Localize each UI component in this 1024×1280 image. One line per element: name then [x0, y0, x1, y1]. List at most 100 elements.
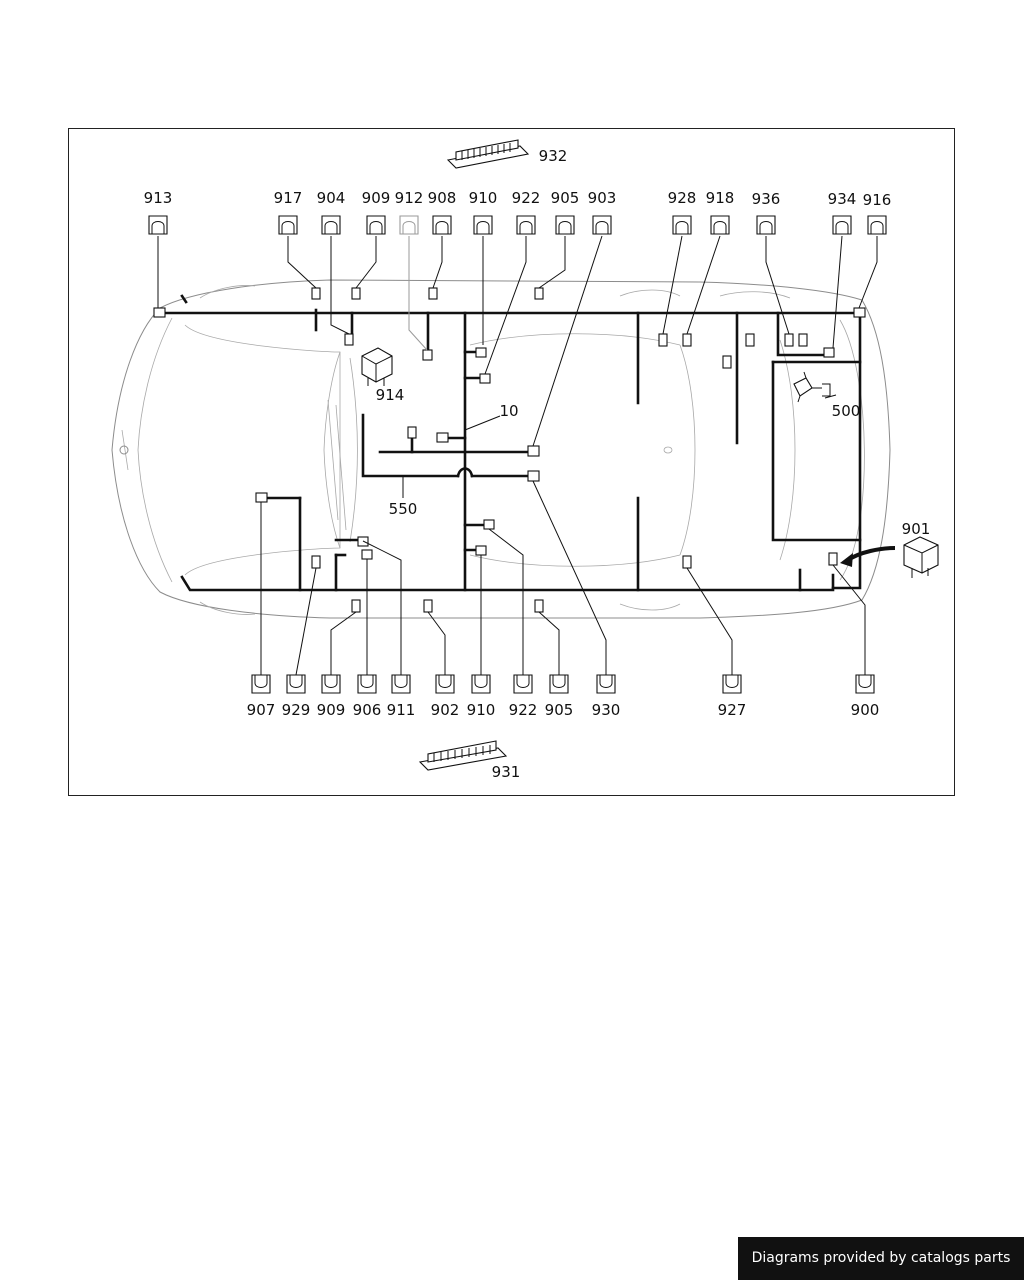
node-922-top: [479, 373, 491, 384]
node-913: [153, 307, 166, 318]
connector-908[interactable]: [432, 215, 452, 235]
node-906: [361, 549, 373, 560]
connector-block-932: [446, 139, 530, 169]
label-904: 904: [317, 189, 346, 207]
part-500: [793, 371, 831, 403]
label-934: 934: [828, 190, 857, 208]
label-908: 908: [428, 189, 457, 207]
label-910-bottom: 910: [467, 701, 496, 719]
node-930: [527, 470, 540, 482]
connector-913[interactable]: [148, 215, 168, 235]
node-909-bottom: [351, 599, 361, 613]
node-916: [853, 307, 866, 318]
label-917: 917: [274, 189, 303, 207]
connector-917[interactable]: [278, 215, 298, 235]
node-908: [428, 287, 438, 300]
node-905-bottom: [534, 599, 544, 613]
node-917: [311, 287, 321, 300]
connector-927[interactable]: [722, 674, 742, 694]
node-904: [344, 333, 354, 346]
label-916: 916: [863, 191, 892, 209]
connector-906[interactable]: [357, 674, 377, 694]
node-936: [784, 333, 794, 347]
label-10: 10: [499, 402, 518, 420]
label-500: 500: [832, 402, 861, 420]
node-928: [658, 333, 668, 347]
label-905-top: 905: [551, 189, 580, 207]
label-912: 912: [395, 189, 424, 207]
relay-901: [903, 536, 939, 578]
connector-900[interactable]: [855, 674, 875, 694]
label-911: 911: [387, 701, 416, 719]
connector-905-top[interactable]: [555, 215, 575, 235]
bottom-labels: 907 929 909 906 911 902 910 922 905 930 …: [247, 701, 880, 719]
connector-936[interactable]: [756, 215, 776, 235]
node-934: [823, 347, 835, 358]
node-stub-a: [722, 355, 732, 369]
label-930: 930: [592, 701, 621, 719]
connector-block-931: [418, 740, 508, 771]
node-902: [423, 599, 433, 613]
connector-902[interactable]: [435, 674, 455, 694]
connector-930[interactable]: [596, 674, 616, 694]
node-900: [828, 552, 838, 566]
bottom-connector-row: [251, 674, 875, 694]
connector-916[interactable]: [867, 215, 887, 235]
label-918: 918: [706, 189, 735, 207]
node-909-top: [351, 287, 361, 300]
node-918: [682, 333, 692, 347]
arrow-to-901: [840, 546, 896, 567]
node-929: [311, 555, 321, 569]
connector-903[interactable]: [592, 215, 612, 235]
node-936b: [798, 333, 808, 347]
connector-928[interactable]: [672, 215, 692, 235]
connector-905-bottom[interactable]: [549, 674, 569, 694]
harness-nodes: [153, 287, 866, 613]
connector-922-bottom[interactable]: [513, 674, 533, 694]
node-907: [255, 492, 268, 503]
connector-912[interactable]: [399, 215, 428, 351]
label-922-bottom: 922: [509, 701, 538, 719]
label-906: 906: [353, 701, 382, 719]
node-903: [527, 445, 540, 457]
connector-904[interactable]: [321, 215, 341, 235]
connector-909-bottom[interactable]: [321, 674, 341, 694]
node-910-bottom: [475, 545, 487, 556]
node-922-bottom: [483, 519, 495, 530]
connector-907[interactable]: [251, 674, 271, 694]
label-936: 936: [752, 190, 781, 208]
top-connector-row: [148, 215, 887, 351]
main-harness: [158, 294, 862, 592]
label-909-top: 909: [362, 189, 391, 207]
node-912: [422, 349, 433, 361]
label-907: 907: [247, 701, 276, 719]
connector-909-top[interactable]: [366, 215, 386, 235]
connector-918[interactable]: [710, 215, 730, 235]
node-905-top: [534, 287, 544, 300]
label-913: 913: [144, 189, 173, 207]
connector-910-top[interactable]: [473, 215, 493, 235]
top-labels: 913 917 904 909 912 908 910 922 905 903 …: [144, 189, 892, 209]
relay-914: [361, 347, 393, 386]
connector-929[interactable]: [286, 674, 306, 694]
label-928: 928: [668, 189, 697, 207]
label-550: 550: [389, 500, 418, 518]
node-stub-b: [745, 333, 755, 347]
label-901: 901: [902, 520, 931, 538]
connector-922-top[interactable]: [516, 215, 536, 235]
label-927: 927: [718, 701, 747, 719]
leader-lines: [157, 235, 878, 676]
connector-911[interactable]: [391, 674, 411, 694]
label-900: 900: [851, 701, 880, 719]
label-931: 931: [492, 763, 521, 781]
label-929: 929: [282, 701, 311, 719]
part-labels: 932 931 914 901 500 10 550: [376, 147, 931, 781]
connector-934[interactable]: [832, 215, 852, 235]
label-909-bottom: 909: [317, 701, 346, 719]
label-905-bottom: 905: [545, 701, 574, 719]
node-927: [682, 555, 692, 569]
connector-910-bottom[interactable]: [471, 674, 491, 694]
diagram-frame: [68, 128, 955, 796]
car-body-outline: [111, 279, 891, 619]
